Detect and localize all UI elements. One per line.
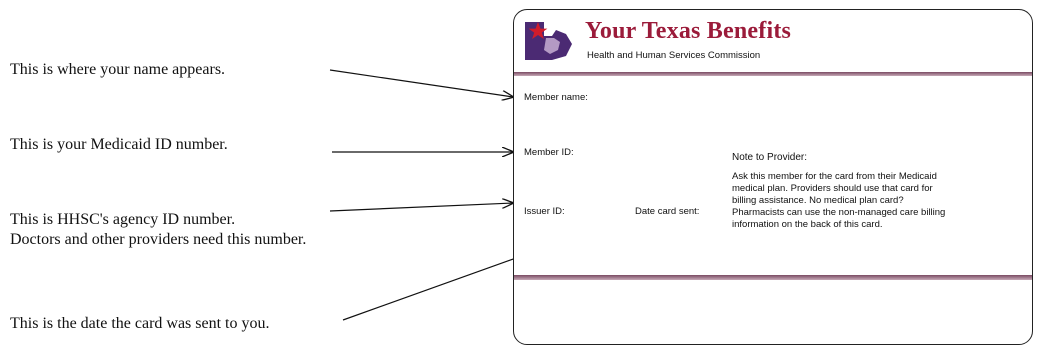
- callout-medicaid-id: This is your Medicaid ID number.: [10, 136, 228, 153]
- callout-agency-id: This is HHSC's agency ID number.: [10, 211, 236, 228]
- arrow-to-member-name: [329, 69, 513, 97]
- card-footer-divider: [514, 275, 1032, 280]
- member-name-label: Member name:: [524, 92, 588, 103]
- texas-logo-icon: [522, 16, 576, 66]
- card-subtitle: Health and Human Services Commission: [587, 50, 761, 61]
- callout-name: This is where your name appears.: [10, 61, 226, 78]
- member-id-label: Member ID:: [524, 147, 574, 158]
- issuer-id-label: Issuer ID:: [524, 206, 565, 217]
- callout-agency-id-note: Doctors and other providers need this nu…: [10, 231, 307, 248]
- callout-date-sent: This is the date the card was sent to yo…: [10, 315, 270, 332]
- card-header-divider: [514, 72, 1032, 76]
- arrow-to-issuer-id: [329, 203, 513, 212]
- date-sent-label: Date card sent:: [635, 206, 700, 217]
- card-title: Your Texas Benefits: [585, 18, 792, 44]
- benefits-card: Your Texas Benefits Health and Human Ser…: [513, 9, 1033, 345]
- card-header: Your Texas Benefits Health and Human Ser…: [514, 10, 1032, 72]
- note-to-provider-title: Note to Provider:: [732, 152, 808, 163]
- note-to-provider-body: Ask this member for the card from their …: [732, 171, 946, 230]
